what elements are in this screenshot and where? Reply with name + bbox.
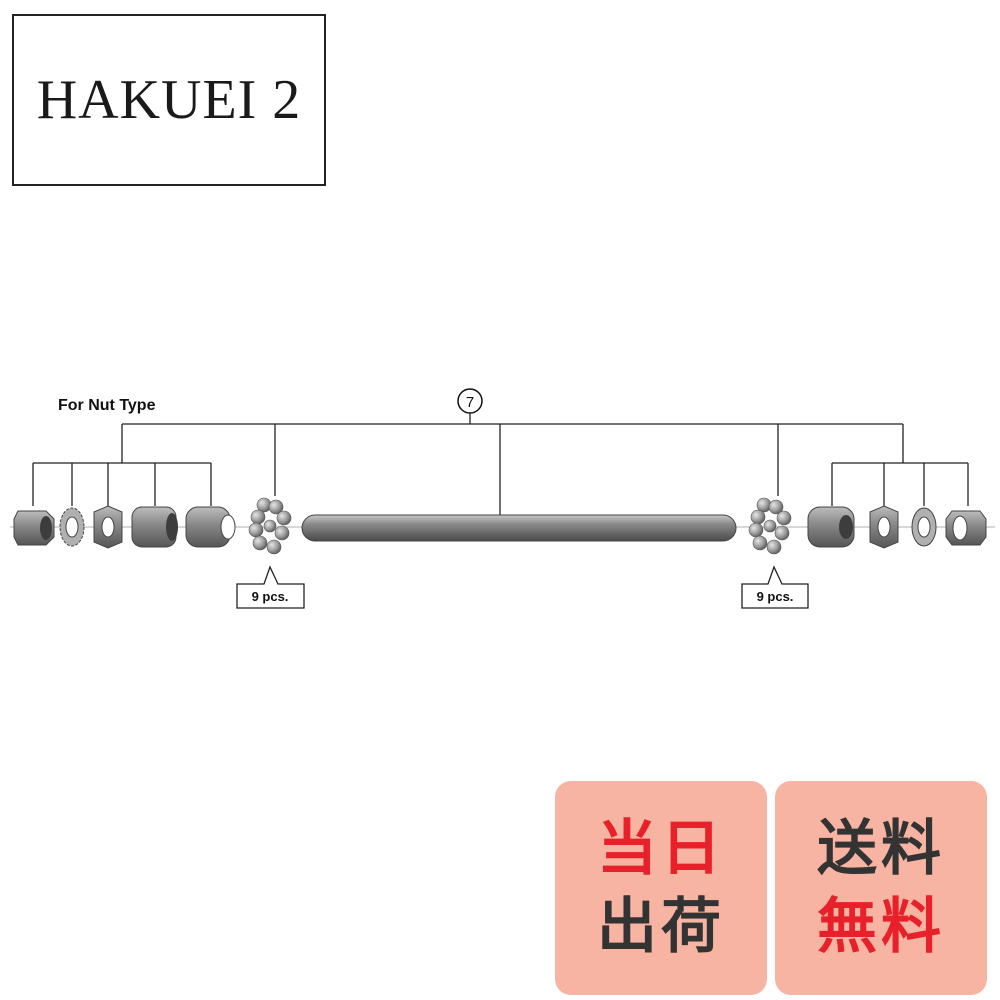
same-day-shipping-badge: 当日 出荷 — [555, 781, 767, 995]
cone-right — [807, 506, 855, 548]
ball-count-callout-right: 9 pcs. — [741, 565, 809, 609]
same-day-badge-line1: 当日 — [597, 814, 725, 884]
brand-title: HAKUEI 2 — [36, 69, 302, 131]
ball-count-left-label: 9 pcs. — [252, 589, 289, 604]
ball-bearings-right — [748, 497, 792, 555]
hex-nut-left — [93, 505, 123, 549]
axle-rod — [301, 514, 737, 542]
hex-nut-right — [869, 505, 899, 549]
leader-lines — [32, 413, 969, 517]
cone-left — [185, 506, 236, 548]
section-label: For Nut Type — [58, 397, 156, 414]
ball-count-right-label: 9 pcs. — [757, 589, 794, 604]
part-number-label: 7 — [466, 394, 474, 411]
ball-count-callout-left: 9 pcs. — [236, 565, 305, 609]
part-number-callout: 7 — [457, 388, 483, 414]
serrated-washer-left — [59, 507, 85, 547]
ball-bearings-left — [248, 497, 292, 555]
spacer-left — [131, 506, 178, 548]
same-day-badge-line2: 出荷 — [597, 892, 725, 962]
washer-right — [911, 507, 937, 547]
free-shipping-badge-line2: 無料 — [817, 892, 945, 962]
lock-nut-right — [945, 510, 987, 546]
free-shipping-badge-line1: 送料 — [817, 814, 945, 884]
free-shipping-badge: 送料 無料 — [775, 781, 987, 995]
brand-box: HAKUEI 2 — [12, 14, 326, 186]
lock-nut-left — [13, 510, 55, 546]
